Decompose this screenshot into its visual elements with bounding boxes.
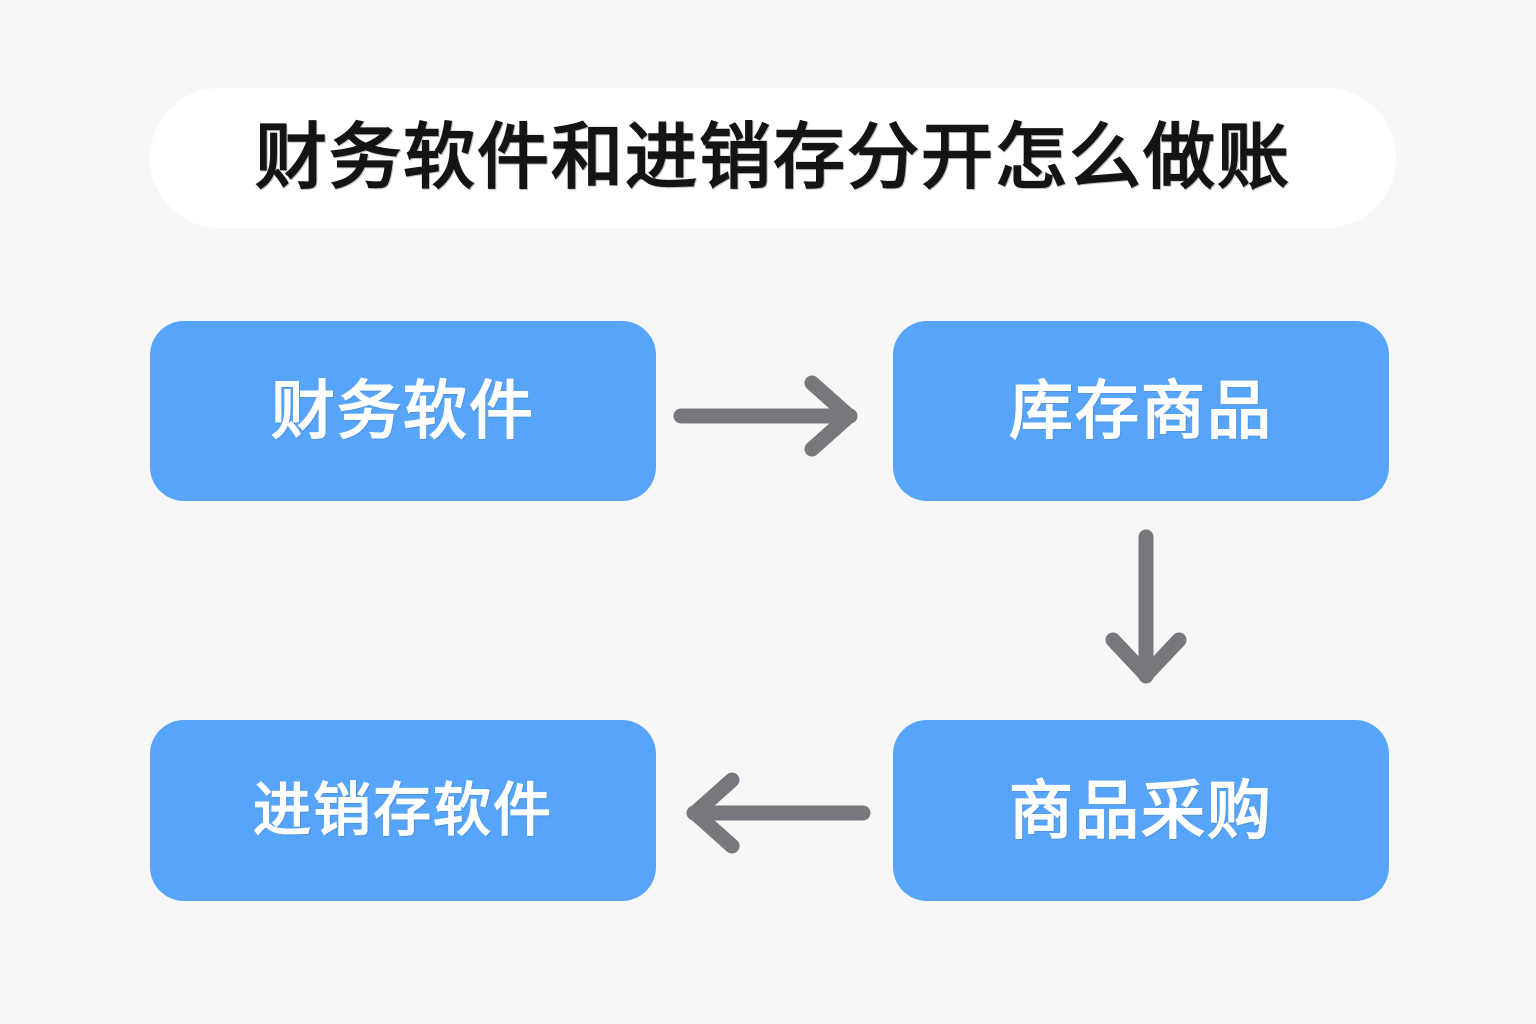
- flow-node-label: 财务软件: [271, 375, 535, 447]
- arrow-right-icon: [672, 368, 872, 464]
- flow-node-financial-software[interactable]: 财务软件: [150, 321, 656, 501]
- flow-node-inventory-software[interactable]: 进销存软件: [150, 720, 656, 901]
- flow-node-inventory-goods[interactable]: 库存商品: [893, 321, 1389, 501]
- arrow-down-icon: [1096, 528, 1196, 696]
- title-card: 财务软件和进销存分开怎么做账: [150, 88, 1396, 228]
- flow-node-goods-purchase[interactable]: 商品采购: [893, 720, 1389, 901]
- flow-node-label: 商品采购: [1009, 774, 1273, 847]
- flow-node-label: 库存商品: [1009, 375, 1273, 447]
- page-title: 财务软件和进销存分开怎么做账: [254, 118, 1291, 198]
- arrow-left-icon: [672, 765, 872, 861]
- flow-node-label: 进销存软件: [252, 777, 553, 843]
